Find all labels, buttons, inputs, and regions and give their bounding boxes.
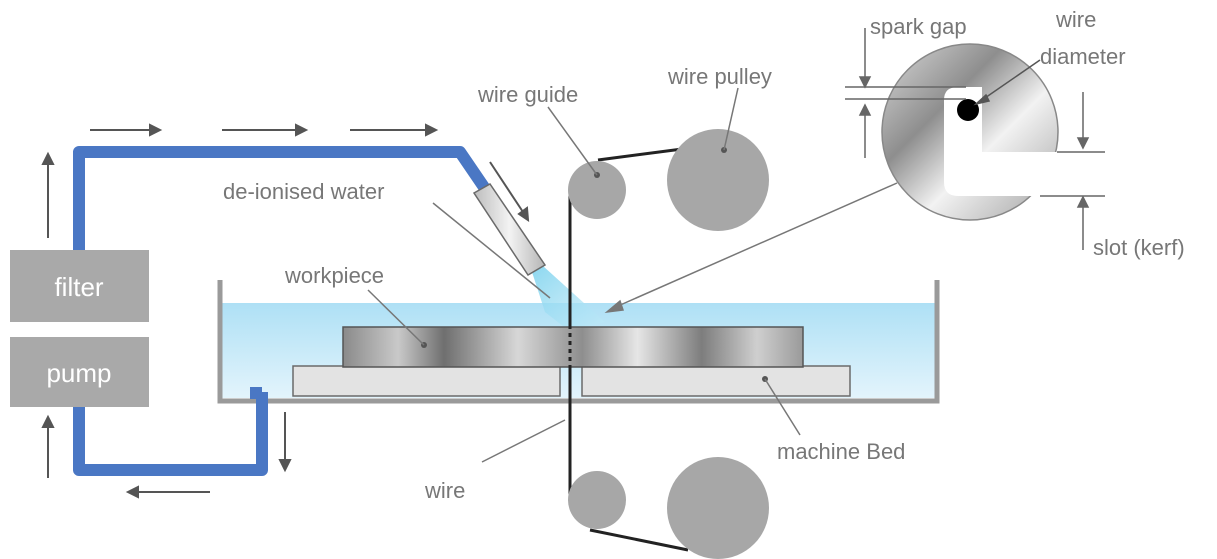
- coolant-pipe: [73, 146, 495, 476]
- flow-arrows: [41, 123, 530, 499]
- wire-pulley-bottom: [667, 457, 769, 559]
- wire-path: [568, 146, 691, 552]
- deionised-water-nozzle: [472, 183, 547, 277]
- tank: [217, 280, 940, 404]
- machine-bed-label: machine Bed: [777, 439, 905, 464]
- slot-kerf-label: slot (kerf): [1093, 235, 1185, 260]
- wire-pulley-label: wire pulley: [667, 64, 772, 89]
- pump-label: pump: [46, 358, 111, 388]
- wire-guide-label: wire guide: [477, 82, 578, 107]
- flow-arrow-left: [125, 485, 210, 499]
- wire-label: wire: [424, 478, 465, 503]
- wire-diameter-label-line2: diameter: [1040, 44, 1126, 69]
- workpiece-label: workpiece: [284, 263, 384, 288]
- flow-arrow-diagonal: [489, 161, 530, 222]
- filter-box: [10, 250, 149, 322]
- detail-pointer: [604, 182, 898, 314]
- leader-lines: [367, 87, 801, 463]
- wire-guide-bottom: [568, 471, 626, 529]
- wire-diameter-label-line1: wire: [1055, 7, 1096, 32]
- wire-pulley-top: [667, 129, 769, 231]
- wire-diameter-leader: [973, 59, 1041, 106]
- workpiece: [342, 326, 804, 368]
- slot-kerf-dimension: [1040, 92, 1105, 250]
- flow-arrow-up-2: [41, 414, 55, 478]
- kerf-detail: [881, 43, 1059, 221]
- machine-bed-right: [581, 365, 851, 397]
- machine-bed-left: [292, 365, 561, 397]
- flow-arrow-right-2: [222, 123, 309, 137]
- flow-arrow-right-3: [350, 123, 439, 137]
- wire-cross-section: [957, 99, 979, 121]
- spark-gap-label: spark gap: [870, 14, 967, 39]
- pump-box: [10, 337, 149, 407]
- flow-arrow-right-1: [90, 123, 163, 137]
- flow-arrow-down: [278, 412, 292, 473]
- pipe-inlet: [250, 387, 262, 399]
- deionised-water-label: de-ionised water: [223, 179, 384, 204]
- flow-arrow-up-1: [41, 151, 55, 238]
- wire-guide-top: [568, 161, 626, 219]
- filter-label: filter: [54, 272, 103, 302]
- spark-gap-dimension: [845, 28, 966, 158]
